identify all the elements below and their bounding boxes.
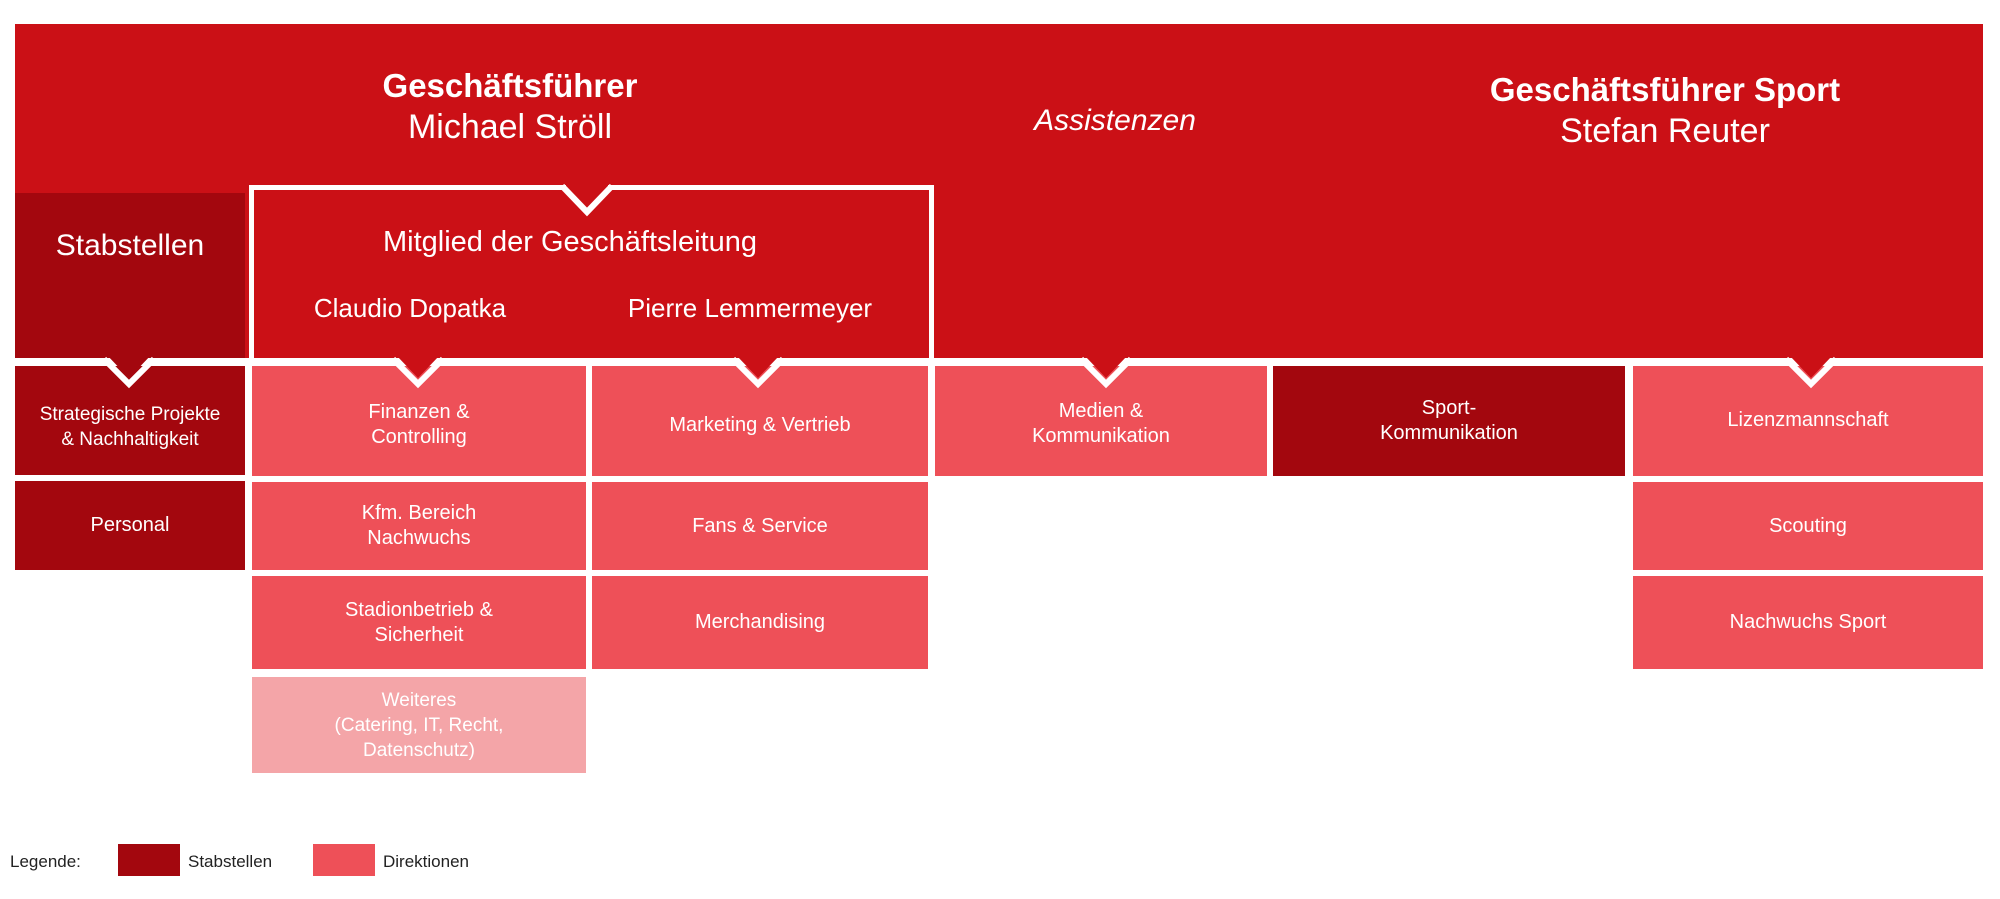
sport-name: Stefan Reuter <box>1560 112 1770 150</box>
geschaeftsleitung-box <box>249 185 934 358</box>
unit-scouting: Scouting <box>1633 482 1983 570</box>
gl-title: Mitglied der Geschäftsleitung <box>383 226 757 258</box>
unit-sport-kommunikation: Sport- Kommunikation <box>1273 366 1625 476</box>
sport-title: Geschäftsführer Sport <box>1489 71 1841 108</box>
sport-header: Geschäftsführer Sport Stefan Reuter <box>1460 70 1870 152</box>
legend-direktionen: Direktionen <box>383 852 469 871</box>
legend-label: Legende: <box>10 852 81 871</box>
gl-notch <box>560 180 614 217</box>
gf-name: Michael Ströll <box>407 108 613 146</box>
unit-fans-service: Fans & Service <box>592 482 928 570</box>
unit-nachwuchs-sport: Nachwuchs Sport <box>1633 576 1983 669</box>
stabstellen-header: Stabstellen <box>15 193 245 358</box>
unit-strategische-projekte: Strategische Projekte & Nachhaltigkeit <box>15 366 245 475</box>
stabstellen-header-label: Stabstellen <box>55 229 205 262</box>
notch-fills <box>108 356 1832 378</box>
legend-swatch-direktionen <box>313 844 375 876</box>
gf-header: Geschäftsführer Michael Ströll <box>320 66 700 148</box>
legend-swatch-stabstellen <box>118 844 180 876</box>
unit-kfm-nachwuchs: Kfm. Bereich Nachwuchs <box>252 482 586 570</box>
unit-personal: Personal <box>15 481 245 570</box>
legend-stabstellen: Stabstellen <box>188 852 273 871</box>
unit-medien-kommunikation: Medien & Kommunikation <box>935 366 1267 476</box>
unit-stadionbetrieb: Stadionbetrieb & Sicherheit <box>252 576 586 669</box>
unit-weiteres: Weiteres (Catering, IT, Recht, Datenschu… <box>252 677 586 773</box>
assistenzen-label: Assistenzen <box>1034 104 1196 137</box>
gl-member-2: Pierre Lemmermeyer <box>627 293 873 323</box>
gl-member-1: Claudio Dopatka <box>313 293 507 323</box>
unit-merchandising: Merchandising <box>592 576 928 669</box>
gf-title: Geschäftsführer <box>382 67 638 104</box>
